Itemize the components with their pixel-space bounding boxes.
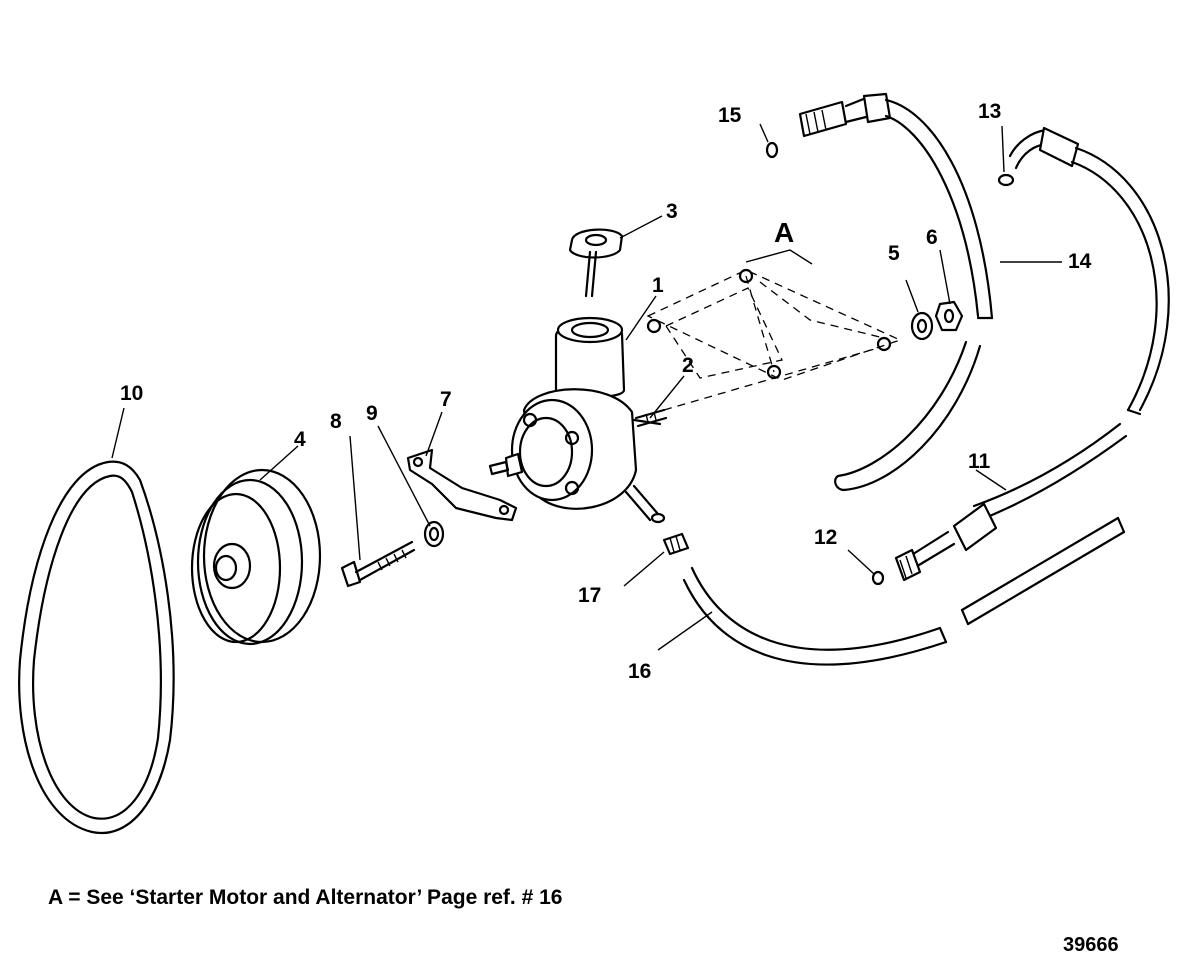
hose-fitting [662,532,690,556]
o-ring-upper [765,141,779,159]
o-ring-return [997,173,1015,187]
power-steering-pump [488,316,666,524]
reservoir-cap-dipstick [568,228,624,298]
callout-6: 6 [926,226,938,249]
callout-13: 13 [978,100,1001,123]
suction-hose [682,516,1126,666]
callout-11: 11 [968,450,991,473]
callout-14: 14 [1068,250,1092,273]
callout-2: 2 [682,354,694,377]
pulley [190,468,322,646]
leader-lines [111,123,1062,651]
drawing-number: 39666 [1063,934,1119,956]
callout-12: 12 [814,526,837,549]
callout-4: 4 [294,428,306,451]
pulley-bolt [340,540,416,588]
callout-8: 8 [330,410,342,433]
washer [423,520,445,548]
callout-15: 15 [718,104,742,127]
bracket-washer [910,311,934,341]
drive-belt [18,460,175,835]
pump-bracket [406,448,518,522]
callout-10: 10 [120,382,143,405]
callout-5: 5 [888,242,900,265]
callout-1: 1 [652,274,664,297]
callout-a: A [774,217,794,248]
pressure-hose [798,92,994,492]
bracket-nut [934,300,964,332]
callout-9: 9 [366,402,378,425]
callout-17: 17 [578,584,601,607]
footnote-reference: A = See ‘Starter Motor and Alternator’ P… [48,886,563,909]
return-hose [894,126,1170,582]
o-ring-lower [871,570,885,586]
callout-16: 16 [628,660,651,683]
callout-3: 3 [666,200,678,223]
mounting-stud [634,408,668,428]
callout-7: 7 [440,388,452,411]
mounting-bracket-ref-a [646,249,902,411]
